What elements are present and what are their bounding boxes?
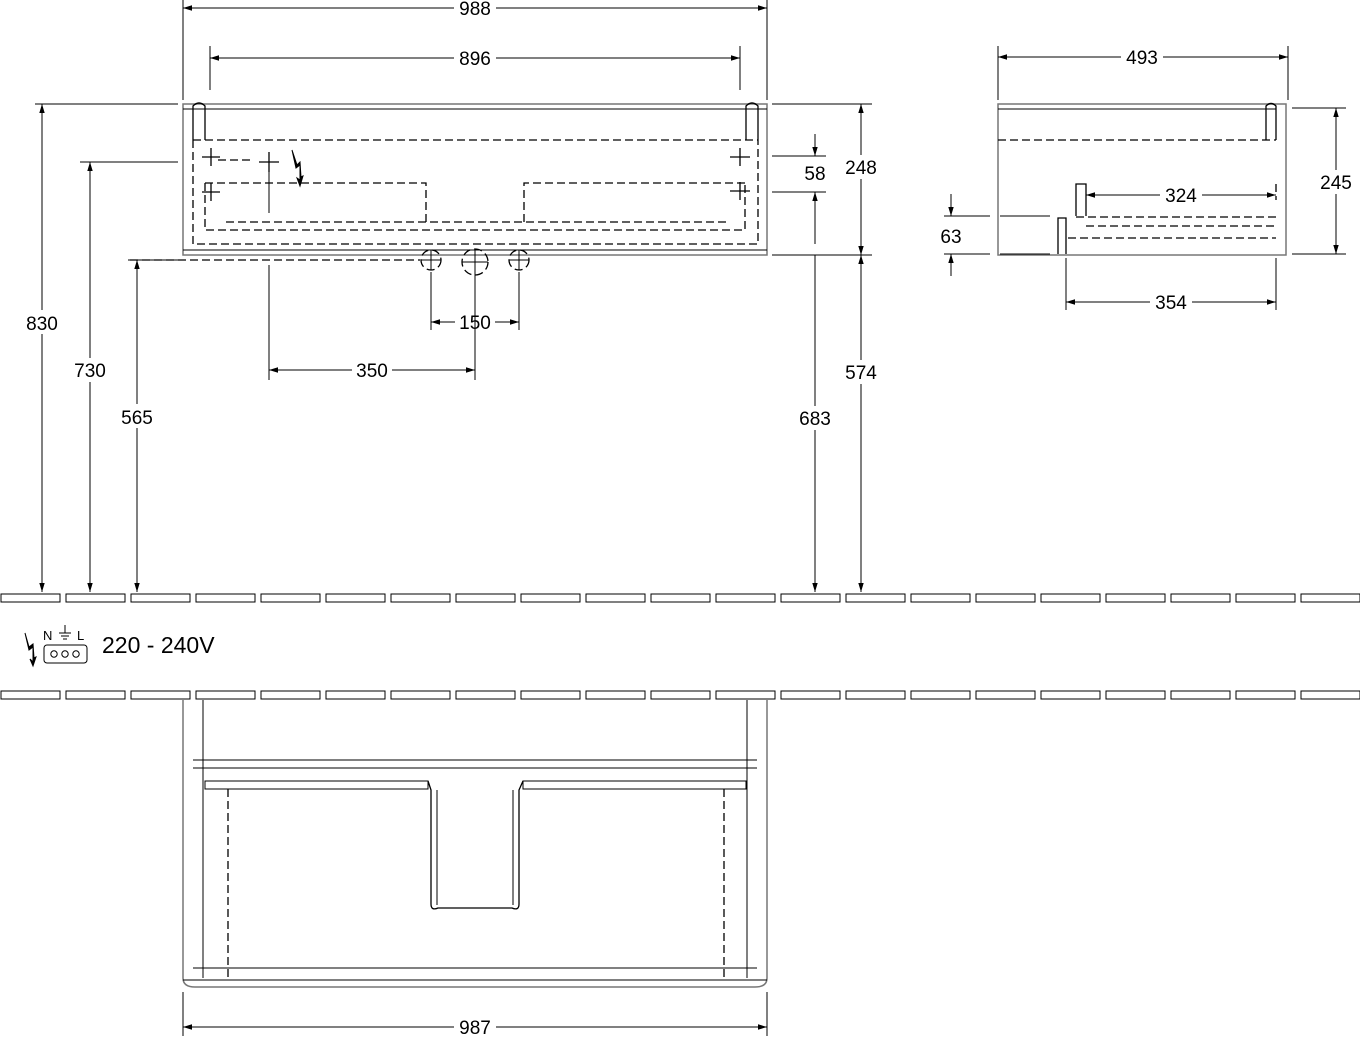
floor-tile bbox=[650, 593, 711, 603]
electrical-spec: N L 220 - 240V bbox=[24, 625, 215, 668]
mount-point-crosses bbox=[202, 148, 750, 201]
floor-tile bbox=[325, 690, 386, 700]
floor-tile bbox=[1040, 690, 1101, 700]
floor-tile bbox=[585, 593, 646, 603]
lightning-bolt-icon bbox=[24, 632, 37, 668]
floor-tile bbox=[715, 593, 776, 603]
floor-tile bbox=[1170, 593, 1231, 603]
live-label: L bbox=[77, 628, 84, 643]
dim-height-683: 683 bbox=[799, 409, 831, 430]
floor-tile bbox=[130, 690, 191, 700]
lightning-bolt-icon bbox=[291, 149, 304, 188]
floor-tile bbox=[585, 690, 646, 700]
front-view: 988 896 830 730 565 248 58 bbox=[22, 0, 881, 592]
dim-side-depth: 493 bbox=[1126, 48, 1158, 69]
floor-tile bbox=[0, 690, 61, 700]
floor-tile bbox=[1105, 593, 1166, 603]
floor-tile bbox=[780, 593, 841, 603]
neutral-label: N bbox=[43, 628, 52, 643]
side-cabinet-body bbox=[997, 103, 1287, 256]
dim-height-730: 730 bbox=[74, 361, 106, 382]
floor-tile bbox=[0, 593, 61, 603]
side-view: 493 245 324 63 354 bbox=[940, 46, 1358, 314]
ground-icon bbox=[59, 625, 71, 640]
floor-tile bbox=[195, 593, 256, 603]
dim-offset-350: 350 bbox=[356, 361, 388, 382]
water-connection-points bbox=[420, 248, 530, 276]
dim-height-565: 565 bbox=[121, 408, 153, 429]
floor-tile bbox=[975, 690, 1036, 700]
dim-overall-width: 988 bbox=[459, 0, 491, 20]
socket-icon bbox=[43, 644, 88, 664]
dim-side-offset: 63 bbox=[940, 227, 961, 248]
floor-tile bbox=[65, 593, 126, 603]
floor-tile bbox=[260, 690, 321, 700]
dim-total-height: 830 bbox=[26, 314, 58, 335]
floor-tile bbox=[910, 690, 971, 700]
floor-tile bbox=[390, 593, 451, 603]
floor-tile bbox=[1170, 690, 1231, 700]
voltage-label: 220 - 240V bbox=[102, 632, 215, 658]
floor-tile bbox=[845, 593, 906, 603]
floor-tile bbox=[130, 593, 191, 603]
floor-tile bbox=[520, 593, 581, 603]
dim-offset-58: 58 bbox=[804, 164, 825, 185]
dim-depth-248: 248 bbox=[845, 158, 877, 179]
floor-line-top bbox=[0, 593, 1360, 603]
dim-plan-width: 987 bbox=[459, 1018, 491, 1038]
floor-tile bbox=[1040, 593, 1101, 603]
dim-side-height: 245 bbox=[1320, 173, 1352, 194]
dim-height-574: 574 bbox=[845, 363, 877, 384]
floor-tile bbox=[975, 593, 1036, 603]
floor-tile bbox=[325, 593, 386, 603]
floor-tile bbox=[520, 690, 581, 700]
floor-tile bbox=[1300, 593, 1360, 603]
plan-view: 987 bbox=[182, 700, 768, 1038]
cabinet-body bbox=[182, 103, 768, 256]
floor-tile bbox=[65, 690, 126, 700]
floor-tile bbox=[390, 690, 451, 700]
floor-tile bbox=[845, 690, 906, 700]
dim-side-base: 354 bbox=[1155, 293, 1187, 314]
floor-tile bbox=[1105, 690, 1166, 700]
floor-tile bbox=[650, 690, 711, 700]
floor-tile bbox=[910, 593, 971, 603]
dim-inner-width: 896 bbox=[459, 49, 491, 70]
floor-tile bbox=[455, 690, 516, 700]
floor-tile bbox=[780, 690, 841, 700]
floor-line-bottom bbox=[0, 690, 1360, 700]
hidden-drawer-lines bbox=[192, 139, 759, 245]
floor-tile bbox=[1235, 690, 1296, 700]
floor-tile bbox=[455, 593, 516, 603]
floor-tile bbox=[195, 690, 256, 700]
floor-tile bbox=[715, 690, 776, 700]
dim-side-inner: 324 bbox=[1165, 186, 1197, 207]
floor-tile bbox=[260, 593, 321, 603]
floor-tile bbox=[1300, 690, 1360, 700]
floor-tile bbox=[1235, 593, 1296, 603]
